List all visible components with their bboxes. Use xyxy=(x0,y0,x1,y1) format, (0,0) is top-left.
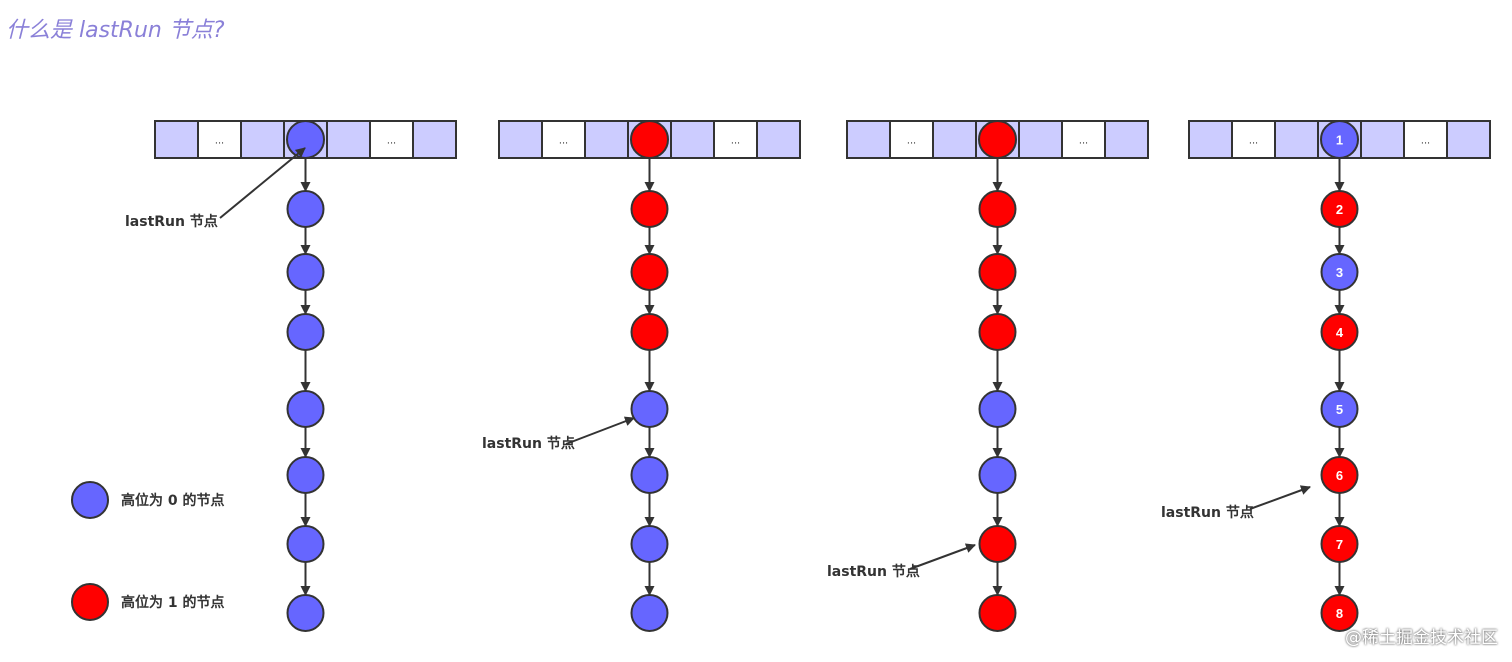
list-node xyxy=(1320,120,1359,159)
diagram-3: ...... lastRun 节点 xyxy=(827,120,1149,632)
lastrun-label: lastRun 节点 xyxy=(827,563,920,580)
list-node xyxy=(630,190,669,228)
node-label: 3 xyxy=(1336,265,1343,280)
bucket-cell xyxy=(1188,120,1233,159)
list-node xyxy=(1320,456,1359,494)
bucket-cell xyxy=(1104,120,1149,159)
bucket-cell xyxy=(1274,120,1319,159)
list-node xyxy=(978,456,1017,494)
list-node xyxy=(978,594,1017,632)
bucket-ellipsis: ... xyxy=(387,135,396,147)
lastrun-label: lastRun 节点 xyxy=(1161,504,1254,521)
bucket-cell xyxy=(369,120,414,159)
lastrun-pointer-arrow xyxy=(219,147,306,219)
page-title: 什么是 lastRun 节点? xyxy=(6,18,225,43)
node-label: 1 xyxy=(1336,133,1343,148)
list-node xyxy=(978,390,1017,428)
list-node xyxy=(978,120,1017,159)
bucket-cell xyxy=(412,120,457,159)
list-node xyxy=(286,456,325,494)
bucket-cell xyxy=(1446,120,1491,159)
list-node xyxy=(978,190,1017,228)
node-label: 2 xyxy=(1336,202,1343,217)
node-label: 8 xyxy=(1336,606,1343,621)
bucket-cell xyxy=(1018,120,1063,159)
legend-swatch xyxy=(71,481,109,519)
bucket-cell xyxy=(1231,120,1276,159)
list-node xyxy=(630,594,669,632)
diagram-2: ...... lastRun 节点 xyxy=(482,120,801,632)
node-label: 5 xyxy=(1336,402,1343,417)
bucket-cell xyxy=(240,120,285,159)
list-node xyxy=(1320,525,1359,563)
bucket-ellipsis: ... xyxy=(559,135,568,147)
list-node xyxy=(286,525,325,563)
bucket-cell xyxy=(1360,120,1405,159)
list-node xyxy=(286,313,325,351)
list-node xyxy=(1320,594,1359,632)
bucket-cell xyxy=(846,120,891,159)
list-node xyxy=(978,253,1017,291)
lastrun-pointer-arrow xyxy=(565,416,635,445)
legend-item-red: 高位为 1 的节点 xyxy=(71,583,225,621)
list-node xyxy=(630,456,669,494)
list-node xyxy=(286,253,325,291)
bucket-cell xyxy=(498,120,543,159)
legend-label: 高位为 0 的节点 xyxy=(121,492,225,509)
node-label: 7 xyxy=(1336,537,1343,552)
list-node xyxy=(286,390,325,428)
bucket-cell xyxy=(584,120,629,159)
bucket-cell xyxy=(670,120,715,159)
list-node xyxy=(1320,253,1359,291)
list-node xyxy=(978,525,1017,563)
list-node xyxy=(286,594,325,632)
node-label: 6 xyxy=(1336,468,1343,483)
diagram-4: ...... 1 2 3 4 5 6 7 8 lastRun 节点 xyxy=(1161,120,1491,632)
list-node xyxy=(630,120,669,159)
list-node xyxy=(630,390,669,428)
bucket-ellipsis: ... xyxy=(1421,135,1430,147)
bucket-cell xyxy=(326,120,371,159)
bucket-cell xyxy=(541,120,586,159)
diagram-1: ...... lastRun 节点 xyxy=(125,120,457,632)
lastrun-label: lastRun 节点 xyxy=(482,435,575,452)
lastrun-pointer-arrow xyxy=(1249,485,1311,510)
list-node xyxy=(978,313,1017,351)
legend-label: 高位为 1 的节点 xyxy=(121,594,225,611)
bucket-cell xyxy=(756,120,801,159)
legend-item-blue: 高位为 0 的节点 xyxy=(71,481,225,519)
lastrun-label: lastRun 节点 xyxy=(125,213,218,230)
bucket-cell xyxy=(713,120,758,159)
list-node xyxy=(630,525,669,563)
list-node xyxy=(286,120,325,159)
bucket-ellipsis: ... xyxy=(215,135,224,147)
watermark: @稀土掘金技术社区 xyxy=(1345,628,1498,648)
node-label: 4 xyxy=(1336,325,1344,340)
list-node xyxy=(1320,190,1359,228)
bucket-cell xyxy=(932,120,977,159)
bucket-cell xyxy=(197,120,242,159)
list-node xyxy=(630,253,669,291)
bucket-cell xyxy=(154,120,199,159)
list-node xyxy=(286,190,325,228)
bucket-ellipsis: ... xyxy=(731,135,740,147)
list-node xyxy=(1320,390,1359,428)
bucket-ellipsis: ... xyxy=(1079,135,1088,147)
list-node xyxy=(1320,313,1359,351)
bucket-ellipsis: ... xyxy=(1249,135,1258,147)
list-node xyxy=(630,313,669,351)
legend-swatch xyxy=(71,583,109,621)
lastrun-pointer-arrow xyxy=(909,543,976,570)
bucket-ellipsis: ... xyxy=(907,135,916,147)
